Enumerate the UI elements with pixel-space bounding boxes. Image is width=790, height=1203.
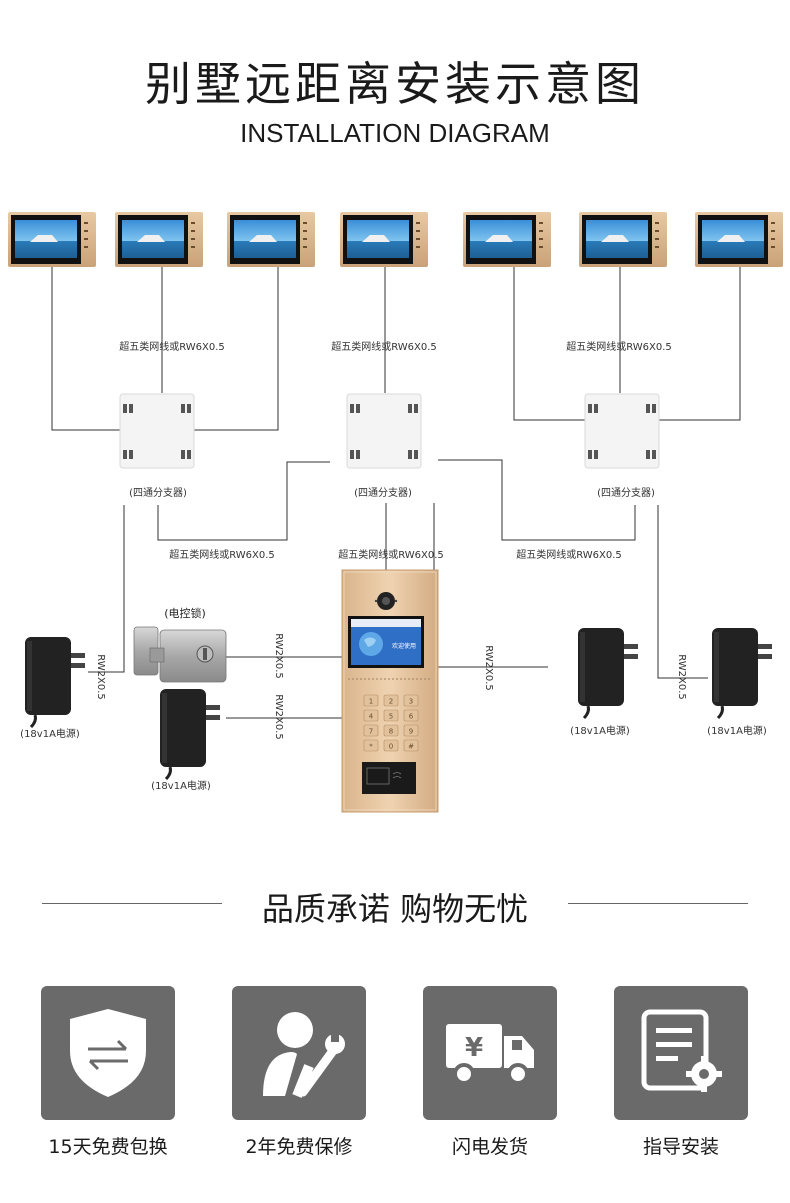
keypad-key: 8 (383, 724, 399, 737)
feature-label: 指导安装 (642, 1136, 719, 1158)
power-adapter-lower (158, 687, 222, 781)
rw2-label-right: RW2X0.5 (483, 645, 494, 691)
power-label-right: (18v1A电源) (570, 724, 630, 737)
wiring (51, 267, 741, 719)
rw2-label-left: RW2X0.5 (95, 654, 106, 700)
keypad-key-label: 1 (369, 698, 373, 706)
feature-install-guide: 指导安装 (614, 986, 748, 1159)
promise-title: 品质承诺 购物无忧 (261, 890, 529, 928)
keypad-key: 1 (363, 694, 379, 707)
cable-label-1: 超五类网线或RW6X0.5 (119, 340, 225, 353)
installation-diagram: 超五类网线或RW6X0.5 超五类网线或RW6X0.5 超五类网线或RW6X0.… (8, 212, 783, 813)
repair-tools-icon (232, 986, 366, 1120)
lock-label: (电控锁) (164, 606, 206, 620)
feature-delivery: ¥ 闪电发货 (423, 986, 557, 1159)
keypad-key: 2 (383, 694, 399, 707)
keypad-key-label: 4 (369, 713, 374, 721)
keypad-key-label: 7 (369, 728, 373, 736)
monitor-4 (340, 212, 428, 267)
cable-label-6: 超五类网线或RW6X0.5 (516, 548, 622, 561)
splitter-label-middle: (四通分支器) (354, 487, 412, 499)
feature-warranty: 2年免费保修 (232, 986, 366, 1159)
rw2-label-far-right: RW2X0.5 (676, 654, 687, 700)
keypad-key: * (363, 739, 379, 752)
keypad-key-label: 9 (409, 728, 413, 736)
shield-exchange-icon (41, 986, 175, 1120)
page-title: 别墅远距离安装示意图 (145, 57, 645, 111)
electric-lock (133, 626, 227, 683)
splitter-right (584, 393, 660, 469)
splitter-left (119, 393, 195, 469)
divider-left (42, 903, 222, 904)
keypad-key: 9 (403, 724, 419, 737)
keypad-key: 4 (363, 709, 379, 722)
feature-label: 15天免费包换 (48, 1136, 168, 1158)
power-adapter-right (576, 626, 640, 720)
monitor-2 (115, 212, 203, 267)
keypad-key-label: 2 (389, 698, 393, 706)
power-label-far-right: (18v1A电源) (707, 724, 767, 737)
keypad-key-label: 8 (389, 728, 393, 736)
power-adapter-left (23, 635, 87, 729)
monitor-1 (8, 212, 96, 267)
delivery-truck-icon: ¥ (423, 986, 557, 1120)
keypad-key-label: 0 (389, 743, 393, 751)
feature-exchange: 15天免费包换 (41, 986, 175, 1159)
cable-label-3: 超五类网线或RW6X0.5 (566, 340, 672, 353)
keypad-key-label: 6 (409, 713, 414, 721)
svg-text:¥: ¥ (465, 1033, 483, 1063)
keypad-key: # (403, 739, 419, 752)
monitor-5 (463, 212, 551, 267)
keypad-key-label: # (408, 743, 414, 751)
rw2-label-lock: RW2X0.5 (273, 633, 284, 679)
page-subtitle: INSTALLATION DIAGRAM (240, 118, 550, 148)
splitter-middle (346, 393, 422, 469)
keypad-key: 3 (403, 694, 419, 707)
splitter-label-right: (四通分支器) (597, 487, 655, 499)
power-label-left: (18v1A电源) (20, 727, 80, 740)
feature-label: 闪电发货 (451, 1136, 528, 1158)
keypad-key: 5 (383, 709, 399, 722)
panel-welcome-text: 欢迎使用 (392, 642, 416, 650)
install-guide-icon (614, 986, 748, 1120)
splitter-label-left: (四通分支器) (129, 487, 187, 499)
monitor-3 (227, 212, 315, 267)
keypad-key: 6 (403, 709, 419, 722)
keypad-key-label: 3 (409, 698, 413, 706)
rw2-label-lower: RW2X0.5 (273, 694, 284, 740)
keypad-key: 7 (363, 724, 379, 737)
keypad: 1 2 3 4 5 6 7 8 9 * 0 # (363, 694, 419, 752)
feature-label: 2年免费保修 (245, 1136, 353, 1158)
door-station-panel: 欢迎使用 1 2 3 4 5 6 7 8 9 * 0 # (341, 569, 439, 813)
keypad-key: 0 (383, 739, 399, 752)
power-label-lower: (18v1A电源) (151, 779, 211, 792)
cable-label-5: 超五类网线或RW6X0.5 (338, 548, 444, 561)
divider-right (568, 903, 748, 904)
power-adapter-far-right (710, 626, 774, 720)
monitor-7 (695, 212, 783, 267)
cable-label-2: 超五类网线或RW6X0.5 (331, 340, 437, 353)
cable-label-4: 超五类网线或RW6X0.5 (169, 548, 275, 561)
monitor-6 (579, 212, 667, 267)
keypad-key-label: * (369, 743, 373, 751)
keypad-key-label: 5 (389, 713, 393, 721)
